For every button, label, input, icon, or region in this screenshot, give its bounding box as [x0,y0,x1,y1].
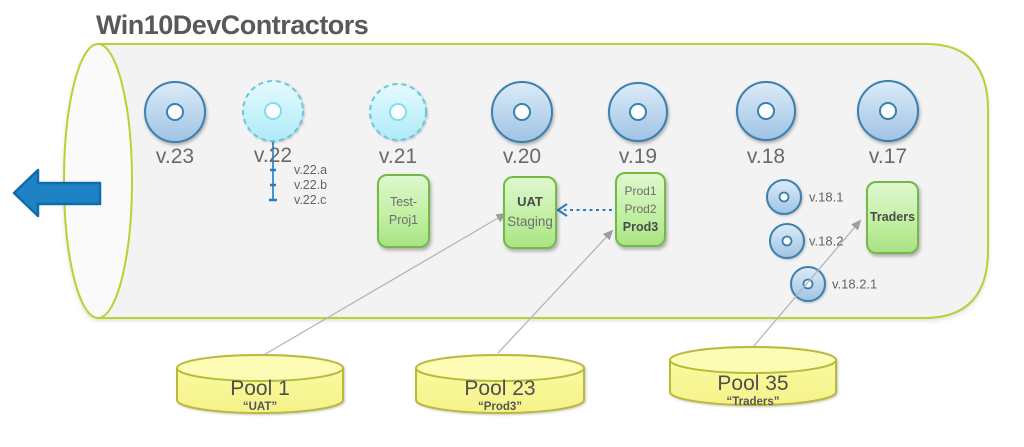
version-label-v20: v.20 [502,145,542,168]
pool-23-tag: “Prod3” [477,401,523,413]
box-uat-line1: UAT [517,194,543,210]
version-disc-v18 [736,81,796,141]
diagram-title: Win10DevContractors [96,10,369,40]
version-disc-v17 [857,80,919,142]
child-disc-v18-1 [766,179,802,215]
pool-1-tag: “UAT” [242,401,278,413]
connector-pool23-to-prod3 [497,229,614,354]
box-prod-line3: Prod3 [622,220,659,235]
child-label-v18-1: v.18.1 [809,189,844,205]
v22-branch-timeline [269,140,277,202]
box-traders-label: Traders [869,210,916,225]
branch-label-v22b: v.22.b [294,178,328,192]
version-disc-v19 [608,82,668,142]
box-prod: Prod1 Prod2 Prod3 [615,172,666,247]
pool-35-cylinder [669,346,837,406]
version-label-v22: v.22 [253,144,293,167]
child-label-v18-2-1: v.18.2.1 [832,276,878,292]
branch-label-v22c: v.22.c [294,193,327,207]
box-traders: Traders [866,181,919,254]
box-uat-line2: Staging [507,214,553,230]
version-label-v21: v.21 [378,145,418,168]
child-disc-v18-2 [769,223,805,259]
version-label-v17: v.17 [868,145,908,168]
pool-1-name: Pool 1 [230,377,290,400]
box-prod-line1: Prod1 [624,184,657,199]
box-test-proj1: Test- Proj1 [377,174,430,248]
connector-pool35-to-traders [752,219,862,348]
pool-35-name: Pool 35 [717,372,789,395]
version-disc-v21 [369,83,427,141]
connector-pool1-to-uat [261,213,507,357]
box-test-proj1-line1: Test- [389,194,418,209]
left-flow-arrow-icon [12,168,102,218]
version-disc-v20 [491,81,553,143]
pool-35-tag: “Traders” [726,396,780,408]
version-label-v23: v.23 [155,145,195,168]
child-label-v18-2: v.18.2 [809,233,844,249]
pool-23-cylinder [415,354,585,414]
branch-label-v22a: v.22.a [294,163,328,177]
version-disc-v23 [144,81,206,143]
box-test-proj1-line2: Proj1 [388,213,419,227]
pool-23-name: Pool 23 [464,377,536,400]
box-uat-staging: UAT Staging [503,176,557,249]
pool-1-cylinder [176,354,344,414]
box-prod-line2: Prod2 [624,202,657,217]
version-disc-v22 [242,80,304,142]
version-label-v19: v.19 [618,145,658,168]
cylinder-left-cap [63,43,133,319]
dashed-link-arrow-icon [556,203,612,217]
version-label-v18: v.18 [746,145,786,168]
